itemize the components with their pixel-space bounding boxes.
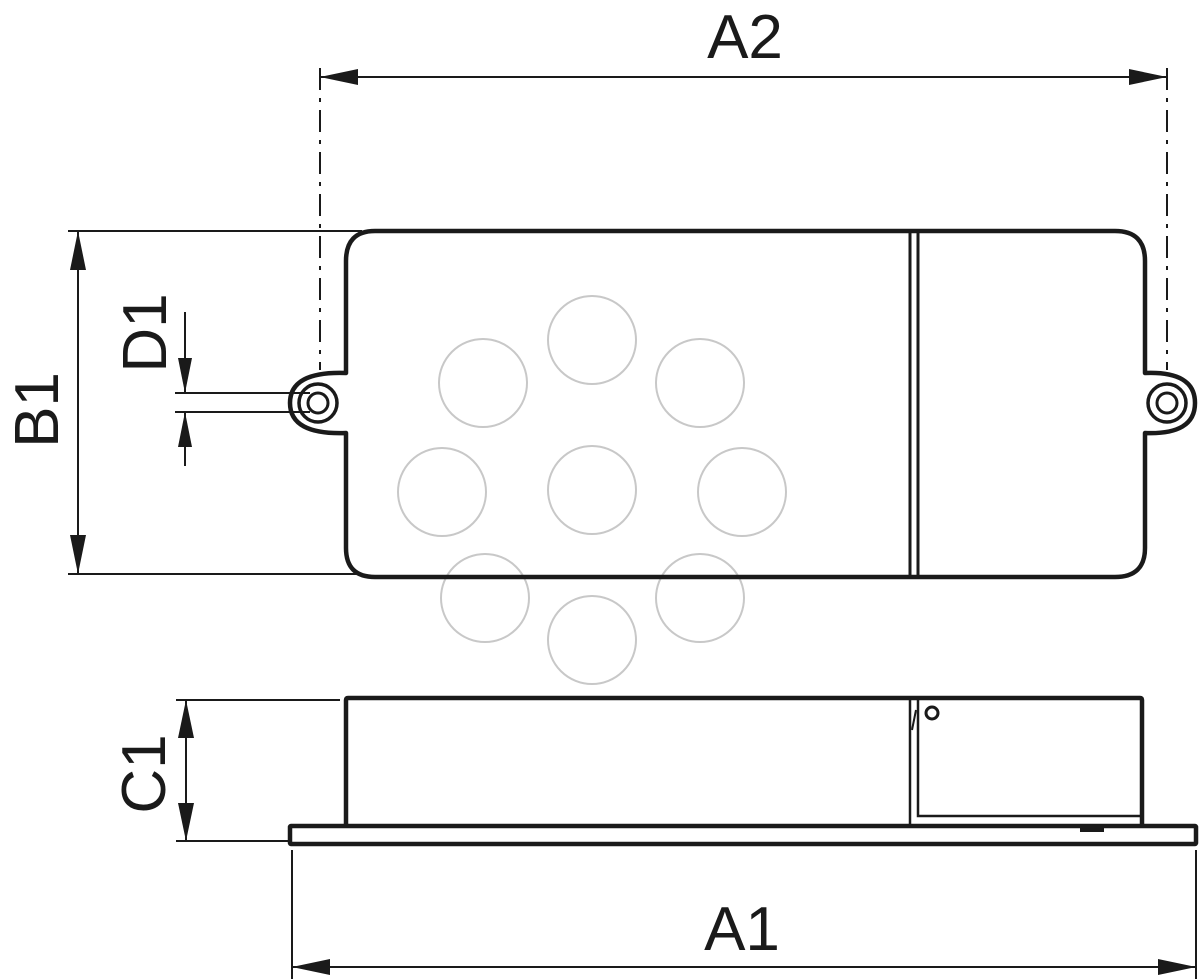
dimension-c1: C1	[110, 699, 340, 842]
side-view-base-plate	[287, 823, 1199, 847]
side-view	[287, 695, 1199, 847]
dimension-a1: A1	[291, 850, 1197, 979]
side-view-indicator	[924, 705, 940, 721]
label-a2: A2	[707, 3, 783, 72]
label-a1: A1	[704, 895, 780, 964]
side-view-housing	[343, 695, 1145, 826]
top-view-outline	[287, 228, 1198, 580]
logo-watermark-icon	[397, 295, 787, 685]
top-view	[287, 228, 1198, 580]
label-d1: D1	[111, 293, 180, 372]
dimension-d1: D1	[111, 293, 310, 466]
dimension-a2: A2	[319, 3, 1168, 370]
side-view-wedge	[911, 709, 917, 731]
label-c1: C1	[110, 734, 179, 813]
right-mounting-hole	[1146, 382, 1188, 424]
side-view-clip	[1080, 826, 1104, 832]
side-view-compartment	[908, 700, 1140, 826]
left-mounting-hole	[297, 382, 339, 424]
dimension-b1: B1	[3, 230, 362, 575]
label-b1: B1	[3, 372, 72, 448]
